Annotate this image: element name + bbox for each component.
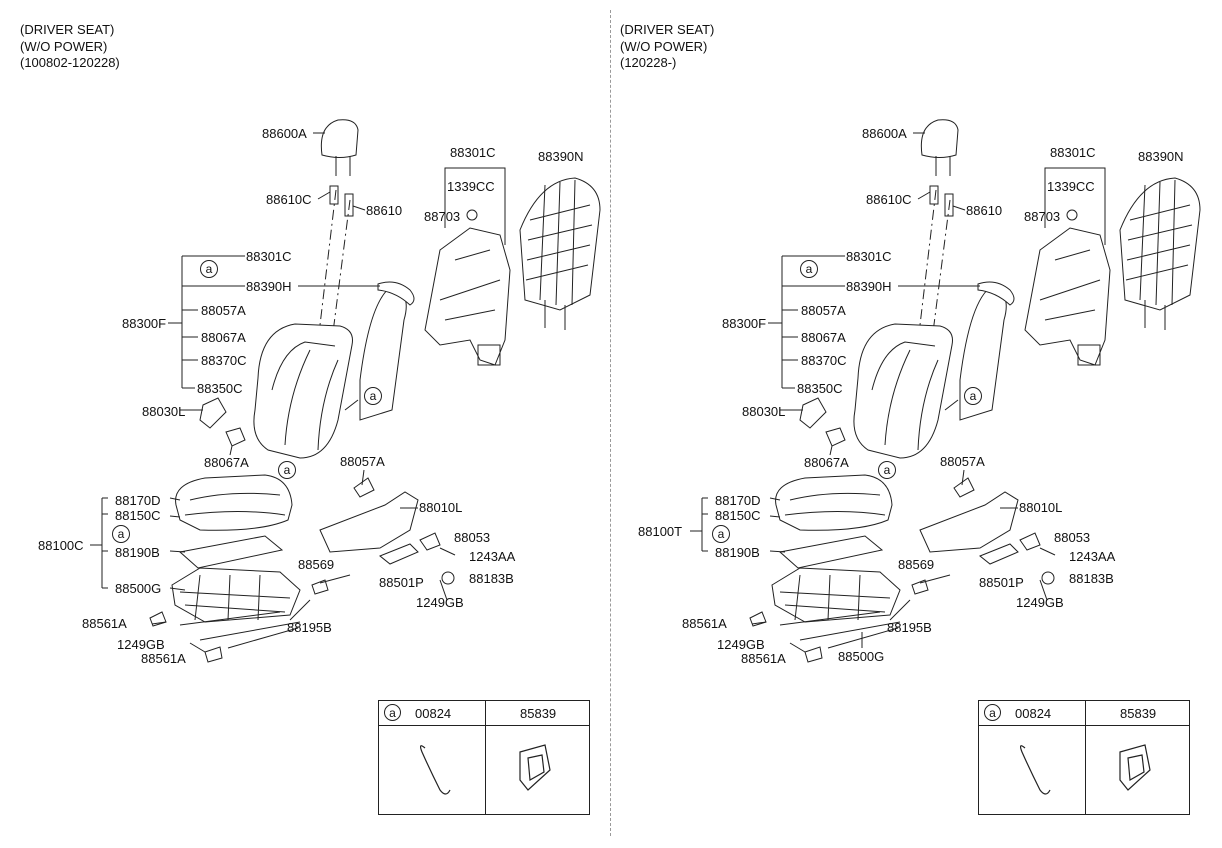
part-label: 88610 — [366, 203, 403, 218]
part-label: 88370C — [201, 353, 247, 368]
seat-exploded-illustration-left — [90, 119, 601, 795]
legend-divider — [1085, 701, 1086, 814]
part-label: 88183B — [1069, 571, 1114, 586]
callout-a: a — [878, 461, 896, 479]
header-line: (DRIVER SEAT) — [20, 22, 115, 37]
part-label: 88190B — [115, 545, 160, 560]
part-label: 88195B — [287, 620, 332, 635]
callout-a: a — [800, 260, 818, 278]
part-label: 1249GB — [1016, 595, 1064, 610]
legend-code: 85839 — [520, 706, 557, 721]
callout-a: a — [112, 525, 130, 543]
part-label: 88190B — [715, 545, 760, 560]
callout-a: a — [364, 387, 382, 405]
panel-right: (DRIVER SEAT) (W/O POWER) (120228-) 8860… — [600, 0, 1209, 848]
part-label: 88390H — [846, 279, 892, 294]
parts-legend-table: a 00824 85839 — [378, 700, 590, 815]
part-label: 88500G — [115, 581, 162, 596]
part-label: 88057A — [340, 454, 385, 469]
part-label: 88300F — [122, 316, 167, 331]
part-label: 88067A — [801, 330, 846, 345]
part-label: 1249GB — [416, 595, 464, 610]
panel-left: (DRIVER SEAT) (W/O POWER) (100802-120228… — [0, 0, 609, 848]
legend-marker-a: a — [384, 704, 401, 721]
part-label: 88501P — [379, 575, 424, 590]
part-label: 88057A — [940, 454, 985, 469]
part-label: 88057A — [201, 303, 246, 318]
part-label: 88150C — [715, 508, 761, 523]
header-line: (W/O POWER) — [20, 38, 108, 54]
part-label: 88030L — [742, 404, 786, 419]
header-line: (W/O POWER) — [620, 38, 708, 54]
part-label: 1249GB — [717, 637, 765, 652]
part-label: 88569 — [298, 557, 335, 572]
part-label: 88600A — [262, 126, 307, 141]
legend-divider — [485, 701, 486, 814]
part-label: 88390H — [246, 279, 292, 294]
part-label: 1249GB — [117, 637, 165, 652]
part-label: 88350C — [197, 381, 243, 396]
part-label: 88500G — [838, 649, 885, 664]
part-label: 88067A — [804, 455, 849, 470]
part-label: 1339CC — [1047, 179, 1095, 194]
legend-header-row — [379, 701, 589, 726]
part-label: 1243AA — [1069, 549, 1116, 564]
callout-a: a — [200, 260, 218, 278]
seat-exploded-illustration-right — [690, 119, 1201, 795]
panel-header: (DRIVER SEAT) (W/O POWER) (100802-120228… — [20, 22, 120, 72]
part-label: 88301C — [1050, 145, 1096, 160]
callout-a: a — [278, 461, 296, 479]
legend-header-row — [979, 701, 1189, 726]
part-label: 88195B — [887, 620, 932, 635]
part-label: 88170D — [115, 493, 161, 508]
part-label: 88030L — [142, 404, 186, 419]
callout-a: a — [964, 387, 982, 405]
panel-header: (DRIVER SEAT) (W/O POWER) (120228-) — [620, 22, 714, 72]
part-label: 88561A — [141, 651, 186, 666]
part-label: 1243AA — [469, 549, 516, 564]
part-label: 1339CC — [447, 179, 495, 194]
part-label: 88053 — [1054, 530, 1091, 545]
part-label: 88561A — [82, 616, 127, 631]
part-label: 88100C — [38, 538, 84, 553]
callout-a: a — [712, 525, 730, 543]
part-label: 88170D — [715, 493, 761, 508]
part-label: 88150C — [115, 508, 161, 523]
panel-divider — [610, 10, 611, 836]
header-line: (100802-120228) — [20, 55, 120, 70]
part-label: 88010L — [1019, 500, 1063, 515]
part-label: 88350C — [797, 381, 843, 396]
legend-code: 85839 — [1120, 706, 1157, 721]
header-line: (120228-) — [620, 55, 677, 70]
part-label: 88561A — [741, 651, 786, 666]
part-label: 88703 — [424, 209, 461, 224]
part-label: 88100T — [638, 524, 683, 539]
part-label: 88569 — [898, 557, 935, 572]
part-label: 88370C — [801, 353, 847, 368]
part-label: 88301C — [846, 249, 892, 264]
part-label: 88501P — [979, 575, 1024, 590]
part-label: 88561A — [682, 616, 727, 631]
part-label: 88600A — [862, 126, 907, 141]
part-label: 88053 — [454, 530, 491, 545]
legend-code: 00824 — [1015, 706, 1052, 721]
part-label: 88390N — [538, 149, 584, 164]
part-label: 88067A — [204, 455, 249, 470]
part-label: 88183B — [469, 571, 514, 586]
part-label: 88057A — [801, 303, 846, 318]
legend-marker-a: a — [984, 704, 1001, 721]
parts-legend-table: a 00824 85839 — [978, 700, 1190, 815]
part-label: 88610C — [866, 192, 912, 207]
part-label: 88703 — [1024, 209, 1061, 224]
legend-code: 00824 — [415, 706, 452, 721]
part-label: 88390N — [1138, 149, 1184, 164]
part-label: 88610C — [266, 192, 312, 207]
part-label: 88301C — [246, 249, 292, 264]
part-label: 88067A — [201, 330, 246, 345]
part-label: 88010L — [419, 500, 463, 515]
part-label: 88301C — [450, 145, 496, 160]
part-label: 88300F — [722, 316, 767, 331]
header-line: (DRIVER SEAT) — [620, 22, 715, 37]
part-label: 88610 — [966, 203, 1003, 218]
